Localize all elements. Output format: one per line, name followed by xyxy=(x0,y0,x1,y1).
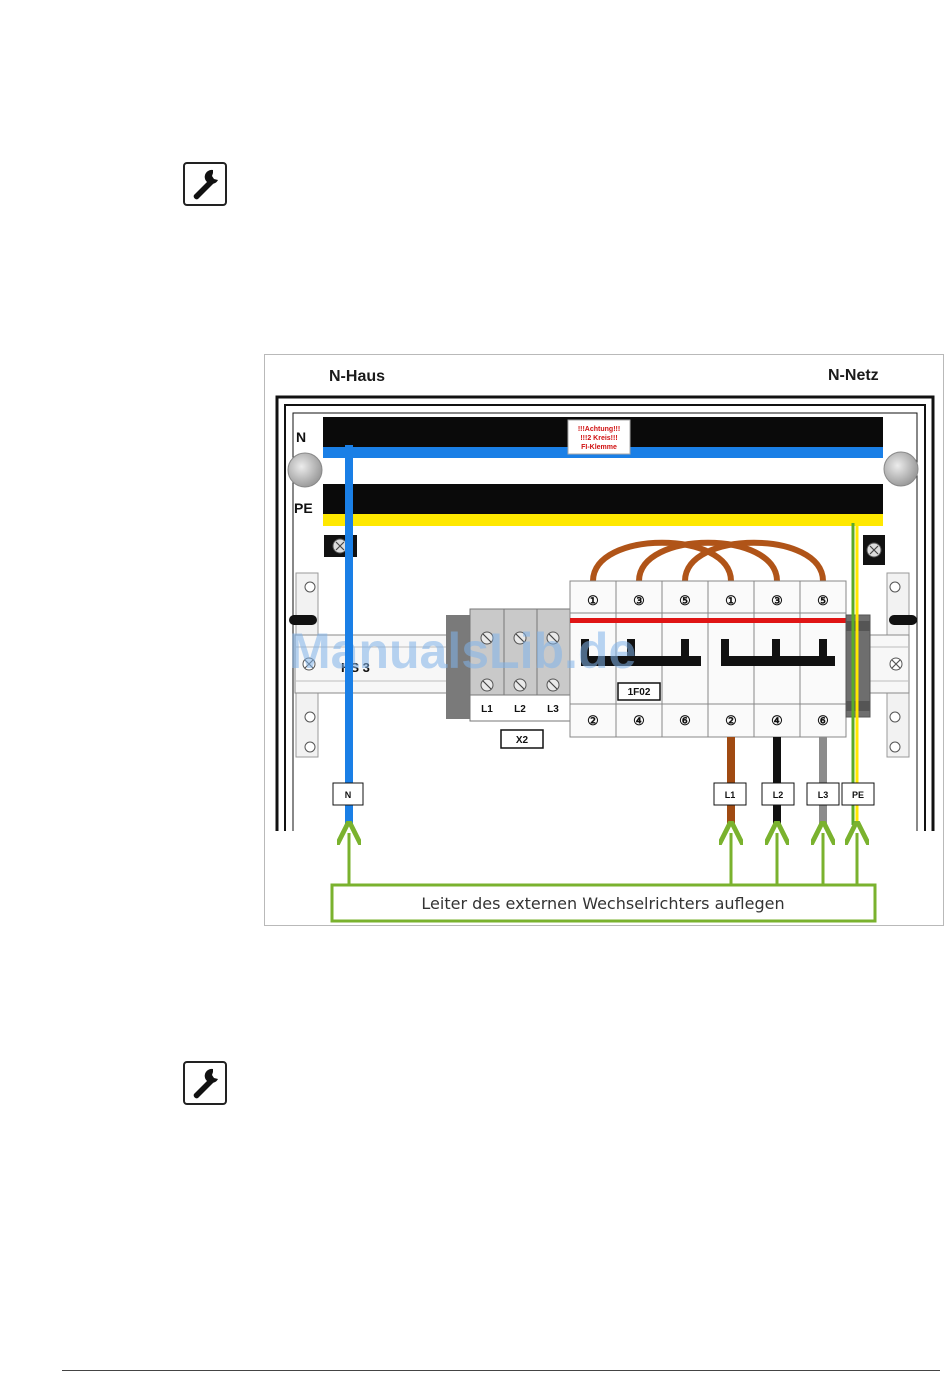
wrench-icon xyxy=(183,1061,227,1105)
label-n-haus: N-Haus xyxy=(329,368,385,385)
svg-text:③: ③ xyxy=(771,593,783,608)
svg-text:①: ① xyxy=(587,593,599,608)
knob-left xyxy=(288,453,322,487)
svg-text:L2: L2 xyxy=(773,790,784,800)
svg-text:④: ④ xyxy=(771,713,783,728)
instruction-box: Leiter des externen Wechselrichters aufl… xyxy=(332,885,875,921)
wiring-diagram: N-Haus N-Netz N !!!Achtung!!! !!!2 Kreis… xyxy=(264,354,944,926)
svg-text:⑥: ⑥ xyxy=(817,713,829,728)
svg-text:①: ① xyxy=(725,593,737,608)
terminal-phase-3: L3 xyxy=(547,704,559,715)
terminal-phase-2: L2 xyxy=(514,704,526,715)
watermark: ManualsLib.de xyxy=(289,623,636,679)
wire-tag-l2: L2 xyxy=(762,783,794,805)
wire-tag-l1: L1 xyxy=(714,783,746,805)
pe-busbar xyxy=(323,484,883,526)
wire-tag-pe: PE xyxy=(842,783,874,805)
warning-label: !!!Achtung!!! !!!2 Kreis!!! FI-Klemme xyxy=(568,420,630,454)
svg-text:L1: L1 xyxy=(725,790,736,800)
footer-rule xyxy=(62,1370,940,1371)
terminal-phase-1: L1 xyxy=(481,704,493,715)
svg-text:L3: L3 xyxy=(818,790,829,800)
svg-text:PE: PE xyxy=(852,790,864,800)
instruction-text: Leiter des externen Wechselrichters aufl… xyxy=(421,894,784,913)
svg-text:N: N xyxy=(345,790,352,800)
wire-tag-n: N xyxy=(333,783,363,805)
terminal-block-tag: X2 xyxy=(501,730,543,748)
svg-text:!!!2 Kreis!!!: !!!2 Kreis!!! xyxy=(580,435,617,442)
wire-tag-l3: L3 xyxy=(807,783,839,805)
svg-text:②: ② xyxy=(725,713,737,728)
svg-text:!!!Achtung!!!: !!!Achtung!!! xyxy=(578,426,620,433)
svg-text:FI-Klemme: FI-Klemme xyxy=(581,444,617,451)
bridge-wires xyxy=(593,543,823,581)
label-n-netz: N-Netz xyxy=(828,367,879,384)
svg-text:1F02: 1F02 xyxy=(628,687,651,698)
wrench-icon xyxy=(183,162,227,206)
breaker-tag: 1F02 xyxy=(618,683,660,700)
svg-text:⑤: ⑤ xyxy=(817,593,829,608)
svg-text:X2: X2 xyxy=(516,735,529,746)
pe-bar-label: PE xyxy=(294,500,313,516)
svg-text:④: ④ xyxy=(633,713,645,728)
connection-arrows xyxy=(349,833,857,885)
svg-text:②: ② xyxy=(587,713,599,728)
n-bar-label: N xyxy=(296,429,306,445)
screw-terminal-right xyxy=(863,535,885,565)
svg-text:⑥: ⑥ xyxy=(679,713,691,728)
svg-text:⑤: ⑤ xyxy=(679,593,691,608)
knob-right xyxy=(884,452,918,486)
svg-text:③: ③ xyxy=(633,593,645,608)
